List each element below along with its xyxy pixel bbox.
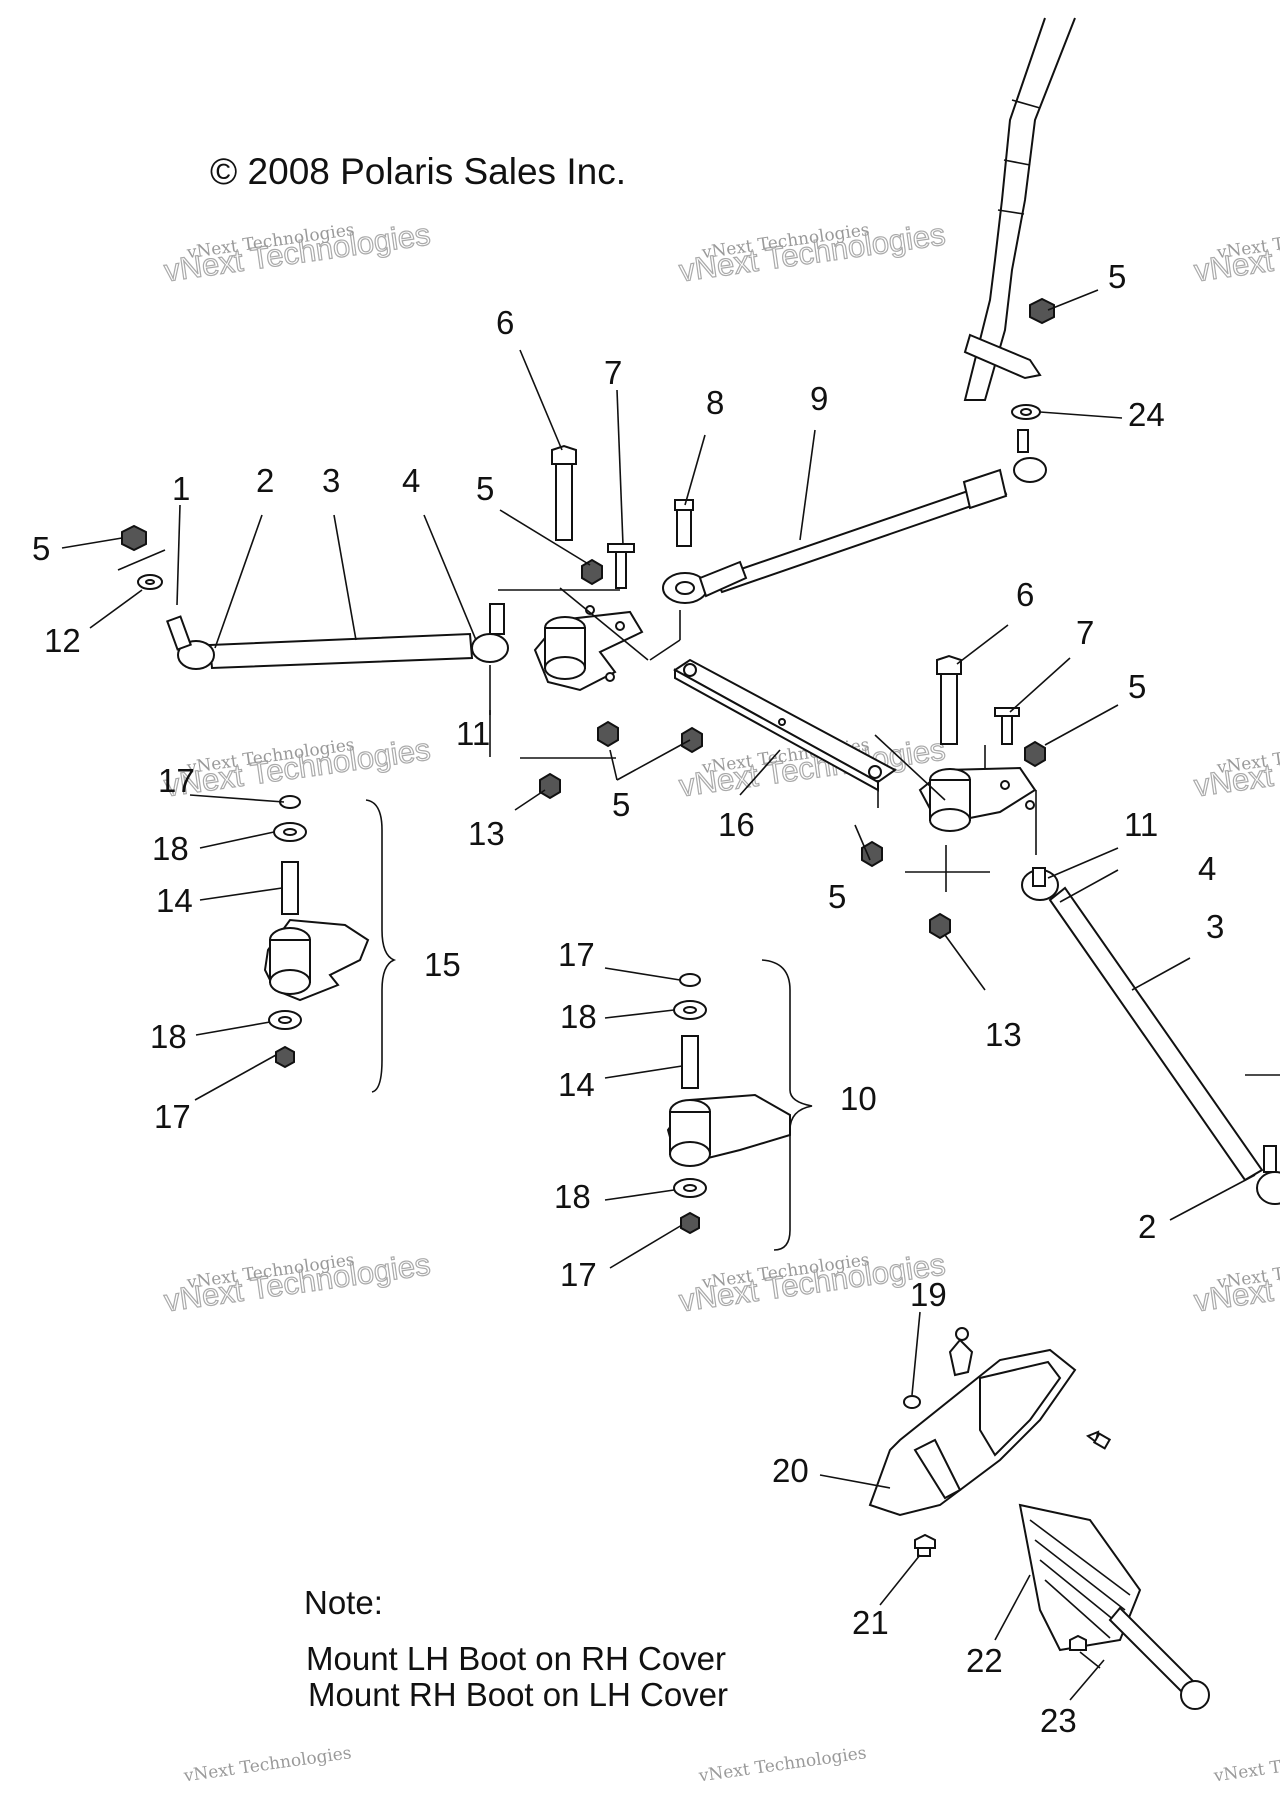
group-braces <box>365 799 813 1251</box>
callout-5: 5 <box>612 786 630 823</box>
watermark: vNext Technologies <box>182 1743 353 1786</box>
callout-7: 7 <box>604 354 622 391</box>
watermark: vNext Technologies vNext Technologies <box>161 731 433 804</box>
brace-10 <box>761 959 813 1251</box>
watermark: vNext Technologies vNext Technologies <box>676 1246 948 1319</box>
watermark: vNext Technologies vNext Technologies <box>161 1246 433 1319</box>
callout-5: 5 <box>1128 668 1146 705</box>
center-link <box>597 658 897 868</box>
tie-rod-upper <box>662 457 1047 604</box>
callout-3: 3 <box>322 462 340 499</box>
callout-3: 3 <box>1206 908 1224 945</box>
callout-14: 14 <box>558 1066 595 1103</box>
note-title: Note: <box>304 1584 383 1621</box>
callout-2: 2 <box>256 462 274 499</box>
watermark: vNext Technologies <box>1212 1743 1280 1786</box>
watermark: vNext Technologies vNext Technologies <box>1191 731 1280 804</box>
callout-5: 5 <box>828 878 846 915</box>
watermark: vNext Technologies vNext Technologies <box>1191 216 1280 289</box>
callout-6: 6 <box>496 304 514 341</box>
bolts-upper <box>551 444 694 589</box>
watermark-text: vNext Technologies <box>1212 1743 1280 1786</box>
callout-15: 15 <box>424 946 461 983</box>
callout-6: 6 <box>1016 576 1034 613</box>
watermark: vNext Technologies vNext Technologies <box>1191 1246 1280 1319</box>
callout-11: 11 <box>456 715 490 752</box>
callout-5: 5 <box>476 470 494 507</box>
note-block: Note: Mount LH Boot on RH Cover Mount RH… <box>304 1584 728 1713</box>
pitman-arm-left <box>533 605 644 692</box>
callout-13: 13 <box>985 1016 1022 1053</box>
callout-13: 13 <box>468 815 505 852</box>
callout-17: 17 <box>158 762 195 799</box>
parts-lower-center <box>666 973 791 1235</box>
steering-column <box>963 17 1076 401</box>
nut <box>1029 297 1055 325</box>
watermark: vNext Technologies vNext Technologies <box>161 216 433 289</box>
watermark-text: vNext Technologies <box>182 1743 353 1786</box>
callout-labels: 1 2 3 4 5 12 6 7 8 9 5 5 24 11 13 5 16 5… <box>32 258 1224 1739</box>
callout-23: 23 <box>1040 1702 1077 1739</box>
callout-20: 20 <box>772 1452 809 1489</box>
callout-1: 1 <box>172 470 190 507</box>
callout-14: 14 <box>156 882 193 919</box>
callout-7: 7 <box>1076 614 1094 651</box>
callout-17: 17 <box>154 1098 191 1135</box>
callout-4: 4 <box>402 462 420 499</box>
ball-joint-stud <box>1017 429 1029 453</box>
callout-21: 21 <box>852 1604 889 1641</box>
callout-16: 16 <box>718 806 755 843</box>
callout-5: 5 <box>1108 258 1126 295</box>
callout-2: 2 <box>1138 1208 1156 1245</box>
callout-17: 17 <box>558 936 595 973</box>
callout-18: 18 <box>152 830 189 867</box>
callout-11: 11 <box>1124 806 1158 843</box>
callout-9: 9 <box>810 380 828 417</box>
note-line-1: Mount LH Boot on RH Cover <box>306 1640 726 1677</box>
callout-18: 18 <box>554 1178 591 1215</box>
callout-8: 8 <box>706 384 724 421</box>
watermark: vNext Technologies vNext Technologies <box>676 216 948 289</box>
callout-18: 18 <box>150 1018 187 1055</box>
callout-10: 10 <box>840 1080 877 1117</box>
watermark: vNext Technologies <box>697 1743 868 1786</box>
watermark-text: vNext Technologies <box>697 1743 868 1786</box>
parts-upper-right <box>1011 297 1055 453</box>
parts-lower-left <box>263 772 561 1069</box>
callout-18: 18 <box>560 998 597 1035</box>
pitman-arm-right <box>918 654 1046 940</box>
tie-rod-right <box>1021 867 1280 1205</box>
column-bracket <box>963 333 1042 380</box>
callout-17: 17 <box>560 1256 597 1293</box>
callout-12: 12 <box>44 622 81 659</box>
leader-lines <box>61 289 1280 1701</box>
callout-4: 4 <box>1198 850 1216 887</box>
copyright-text: © 2008 Polaris Sales Inc. <box>210 151 626 192</box>
tie-rod-left <box>121 524 509 670</box>
callout-5: 5 <box>32 530 50 567</box>
callout-22: 22 <box>966 1642 1003 1679</box>
brace-15 <box>365 799 397 1093</box>
callout-19: 19 <box>910 1276 947 1313</box>
note-line-2: Mount RH Boot on LH Cover <box>308 1676 728 1713</box>
callout-24: 24 <box>1128 396 1165 433</box>
boot-cover-assembly <box>868 1327 1210 1710</box>
